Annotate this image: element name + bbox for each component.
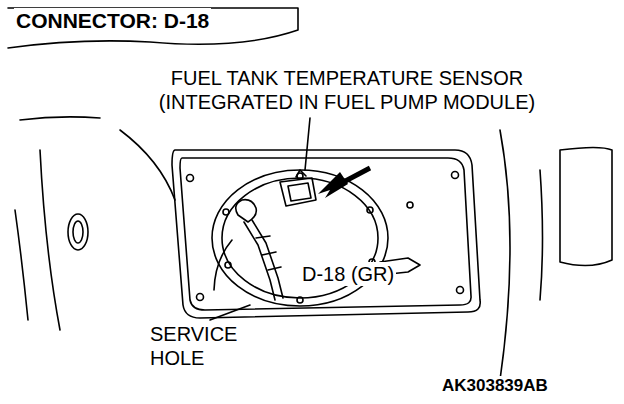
figure-code: AK303839AB <box>440 376 550 396</box>
part-label: SERVICE HOLE <box>148 322 252 370</box>
title-text: CONNECTOR: D-18 <box>14 8 211 33</box>
part-label: FUEL TANK TEMPERATURE SENSOR (INTEGRATED… <box>100 66 594 114</box>
connector-label: D-18 (GR) <box>300 262 396 286</box>
